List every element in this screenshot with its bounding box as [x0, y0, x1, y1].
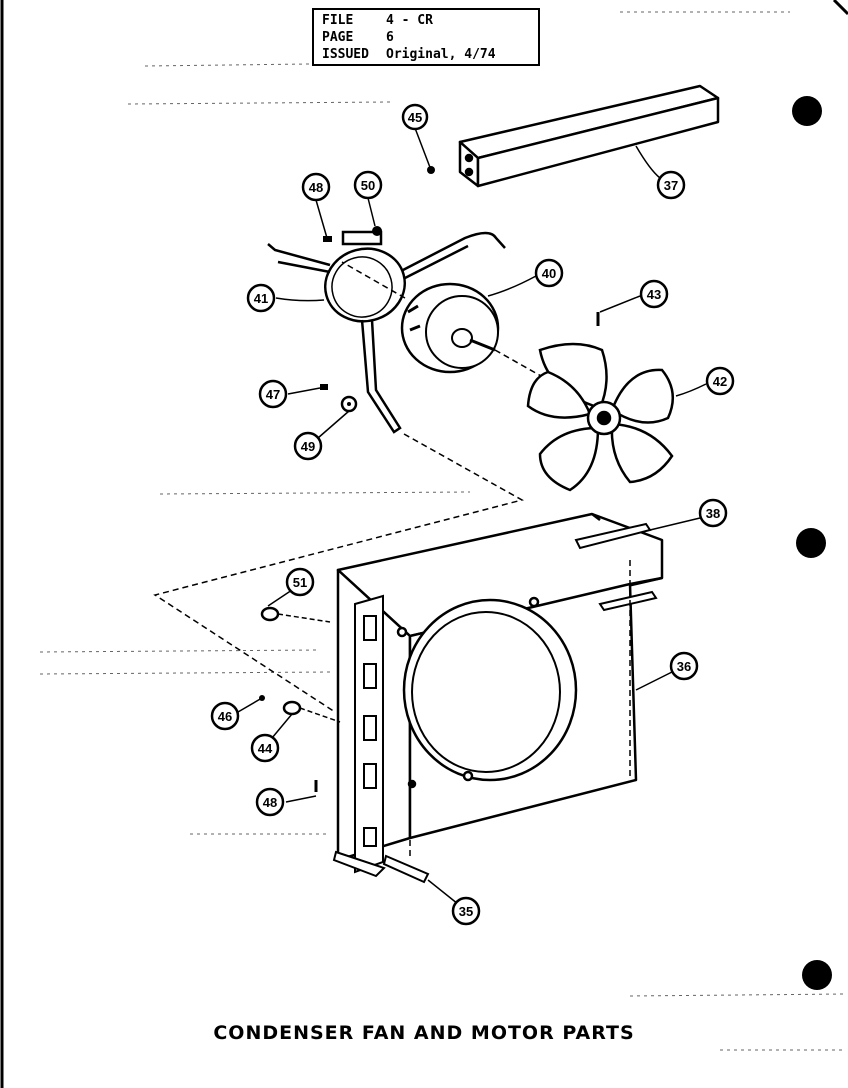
callout-46: 46: [210, 701, 240, 731]
part-45-screw: [414, 127, 435, 174]
leader-37: [635, 145, 661, 179]
callout-48-top: 48: [301, 172, 331, 202]
callout-38-label: 38: [706, 506, 720, 521]
part-48-screw-upper: [315, 199, 332, 242]
leader-41: [275, 297, 325, 302]
callout-42: 42: [705, 366, 735, 396]
callout-42-label: 42: [713, 374, 727, 389]
callout-35-label: 35: [459, 904, 473, 919]
punch-hole: [802, 960, 832, 990]
part-43-set-screw: [596, 295, 641, 326]
page-label: PAGE: [322, 30, 354, 45]
callout-48-bottom: 48: [255, 787, 285, 817]
callout-leaders: [275, 145, 707, 397]
callout-50: 50: [353, 170, 383, 200]
part-49-washer: [317, 395, 358, 439]
part-46-screw-upper: [237, 695, 265, 713]
punch-hole: [796, 528, 826, 558]
file-label: FILE: [322, 13, 354, 28]
callout-51-label: 51: [293, 575, 307, 590]
part-36-lower-bracket: [598, 560, 658, 776]
part-51-plug: [260, 589, 331, 623]
part-47-screw: [287, 384, 328, 395]
callout-37: 37: [656, 170, 686, 200]
assembly-guide-line: [153, 433, 524, 713]
issued-label: ISSUED: [322, 47, 369, 62]
callout-37-label: 37: [664, 178, 678, 193]
leader-42: [675, 383, 707, 397]
scan-noise: [39, 11, 847, 1051]
callout-44-label: 44: [258, 741, 273, 756]
callout-40-label: 40: [542, 266, 556, 281]
callout-44: 44: [250, 733, 280, 763]
callout-48-bottom-label: 48: [263, 795, 277, 810]
part-44-grommet: [271, 700, 341, 739]
callout-40: 40: [534, 258, 564, 288]
callout-49-label: 49: [301, 439, 315, 454]
leader-40: [487, 275, 537, 297]
part-38-upper-bracket: [574, 517, 701, 550]
callout-45: 45: [401, 103, 429, 131]
callout-38: 38: [698, 498, 728, 528]
callout-43-label: 43: [647, 287, 661, 302]
part-41-motor-mount: [267, 230, 506, 434]
issued-value: Original, 4/74: [386, 47, 496, 62]
page-value: 6: [386, 30, 394, 45]
motor-axis-line: [341, 261, 406, 299]
callout-48-top-label: 48: [309, 180, 323, 195]
callout-47-label: 47: [266, 387, 280, 402]
callout-47: 47: [258, 379, 288, 409]
issued-row: ISSUED Original, 4/74: [322, 47, 496, 62]
callout-45-label: 45: [408, 110, 422, 125]
shroud-side-flange: [332, 594, 386, 878]
punch-hole: [792, 96, 822, 126]
callout-43: 43: [639, 279, 669, 309]
page-corner: [832, 0, 848, 16]
part-39-fan-shroud: [336, 512, 664, 862]
callout-46-label: 46: [218, 709, 232, 724]
callout-41: 41: [246, 283, 276, 313]
page-row: PAGE 6: [322, 30, 394, 45]
file-row: FILE 4 - CR: [322, 13, 433, 28]
callout-39: 36: [669, 651, 699, 681]
part-40-motor: [400, 282, 500, 374]
part-42-fan-blade: [526, 342, 675, 492]
file-value: 4 - CR: [386, 13, 433, 28]
part-37-top-bracket: [458, 84, 720, 188]
part-35-bottom-strip: [382, 780, 459, 905]
diagram-caption: CONDENSER FAN AND MOTOR PARTS: [213, 1022, 635, 1044]
file-info-box: FILE 4 - CR PAGE 6 ISSUED Original, 4/74: [312, 8, 540, 66]
callout-51: 51: [285, 567, 315, 597]
callout-50-label: 50: [361, 178, 375, 193]
callout-35: 35: [451, 896, 481, 926]
part-50-nut: [367, 197, 382, 236]
part-39-leader: [635, 671, 673, 691]
callout-49: 49: [293, 431, 323, 461]
callout-41-label: 41: [254, 291, 268, 306]
callout-39-label: 36: [677, 659, 691, 674]
part-48-screw-lower: [285, 780, 318, 803]
